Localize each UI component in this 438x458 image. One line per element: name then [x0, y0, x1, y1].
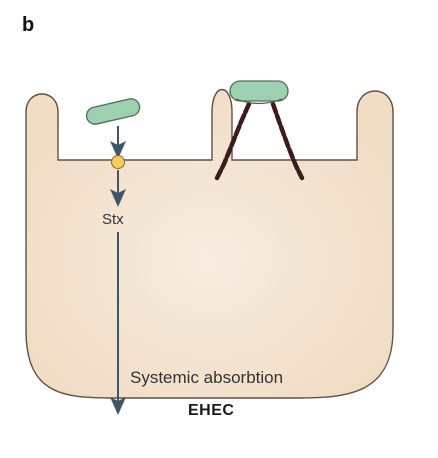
- attachment-left: [214, 101, 252, 181]
- toxin-dot: [111, 155, 125, 169]
- bacterium-attached: [229, 80, 289, 102]
- bacterium-free: [85, 98, 141, 125]
- absorption-label: Systemic absorbtion: [130, 368, 284, 387]
- figure-caption: EHEC: [188, 402, 235, 419]
- toxin-label: Stx: [102, 211, 124, 228]
- panel-label: b: [22, 14, 35, 36]
- intestinal-tissue: [25, 89, 394, 399]
- attachment-right: [270, 101, 305, 181]
- attached-bacterium-group: [214, 80, 305, 181]
- pedestal: [235, 98, 283, 105]
